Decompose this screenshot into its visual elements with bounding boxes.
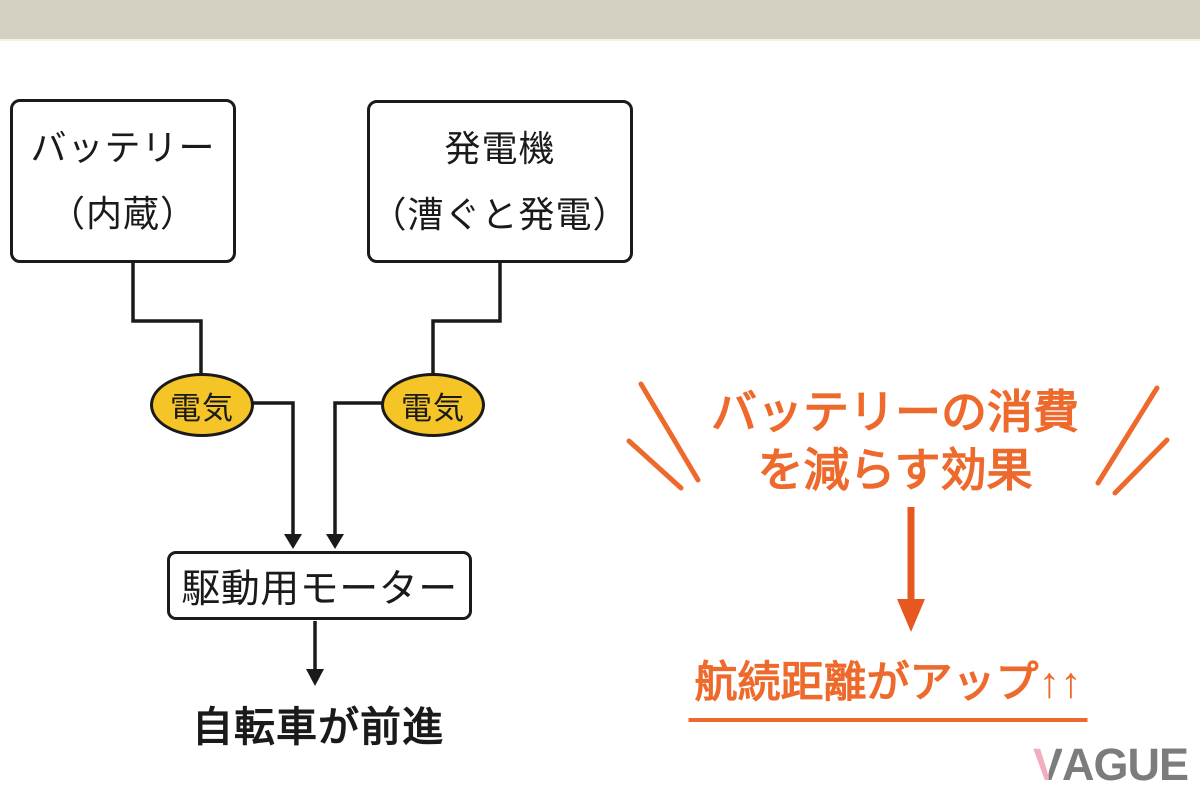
connector-electric-left-to-motor <box>252 401 295 536</box>
vague-logo-rest: AGUE <box>1061 739 1189 790</box>
effect-arrowhead-icon <box>897 599 925 632</box>
emphasis-line-right-inner <box>1112 437 1170 496</box>
top-bar <box>0 0 1200 41</box>
connector-electric-right-to-motor <box>333 401 383 536</box>
motor-box: 駆動用モーター <box>167 551 472 620</box>
generator-box-line2: （漕ぐと発電） <box>370 193 630 235</box>
vague-logo-v: V V <box>1033 742 1062 787</box>
emphasis-line-right-outer <box>1095 385 1160 486</box>
emphasis-line-left-outer <box>638 381 701 483</box>
electric-node-right-label: 電気 <box>401 390 465 426</box>
vague-logo-v-pink: V <box>1032 739 1062 790</box>
arrowhead-right-icon <box>326 534 344 549</box>
arrowhead-result-icon <box>306 669 324 686</box>
connector-generator-to-electric <box>431 263 502 376</box>
effect-text-line2: を減らす効果 <box>757 443 1033 496</box>
battery-box-line2: （内蔵） <box>48 193 197 234</box>
result-text: 自転車が前進 <box>192 704 444 750</box>
connector-battery-to-electric <box>131 263 203 376</box>
electric-node-left: 電気 <box>150 373 254 437</box>
vague-logo: V V AGUE <box>1033 739 1189 790</box>
battery-box: バッテリー （内蔵） <box>10 99 236 263</box>
motor-box-label: 駆動用モーター <box>181 567 458 611</box>
generator-box: 発電機 （漕ぐと発電） <box>367 100 633 263</box>
battery-box-line1: バッテリー <box>30 127 216 168</box>
effect-text: バッテリーの消費 を減らす効果 <box>711 384 1079 500</box>
arrowhead-left-icon <box>284 534 302 549</box>
generator-box-line1: 発電機 <box>444 127 556 169</box>
electric-node-right: 電気 <box>381 373 485 437</box>
emphasis-line-left-inner <box>626 438 684 491</box>
electric-node-left-label: 電気 <box>170 390 234 426</box>
vague-logo-v-gray: V <box>1032 739 1062 790</box>
range-text: 航続距離がアップ↑↑ <box>688 648 1088 722</box>
effect-text-line1: バッテリーの消費 <box>711 386 1079 438</box>
